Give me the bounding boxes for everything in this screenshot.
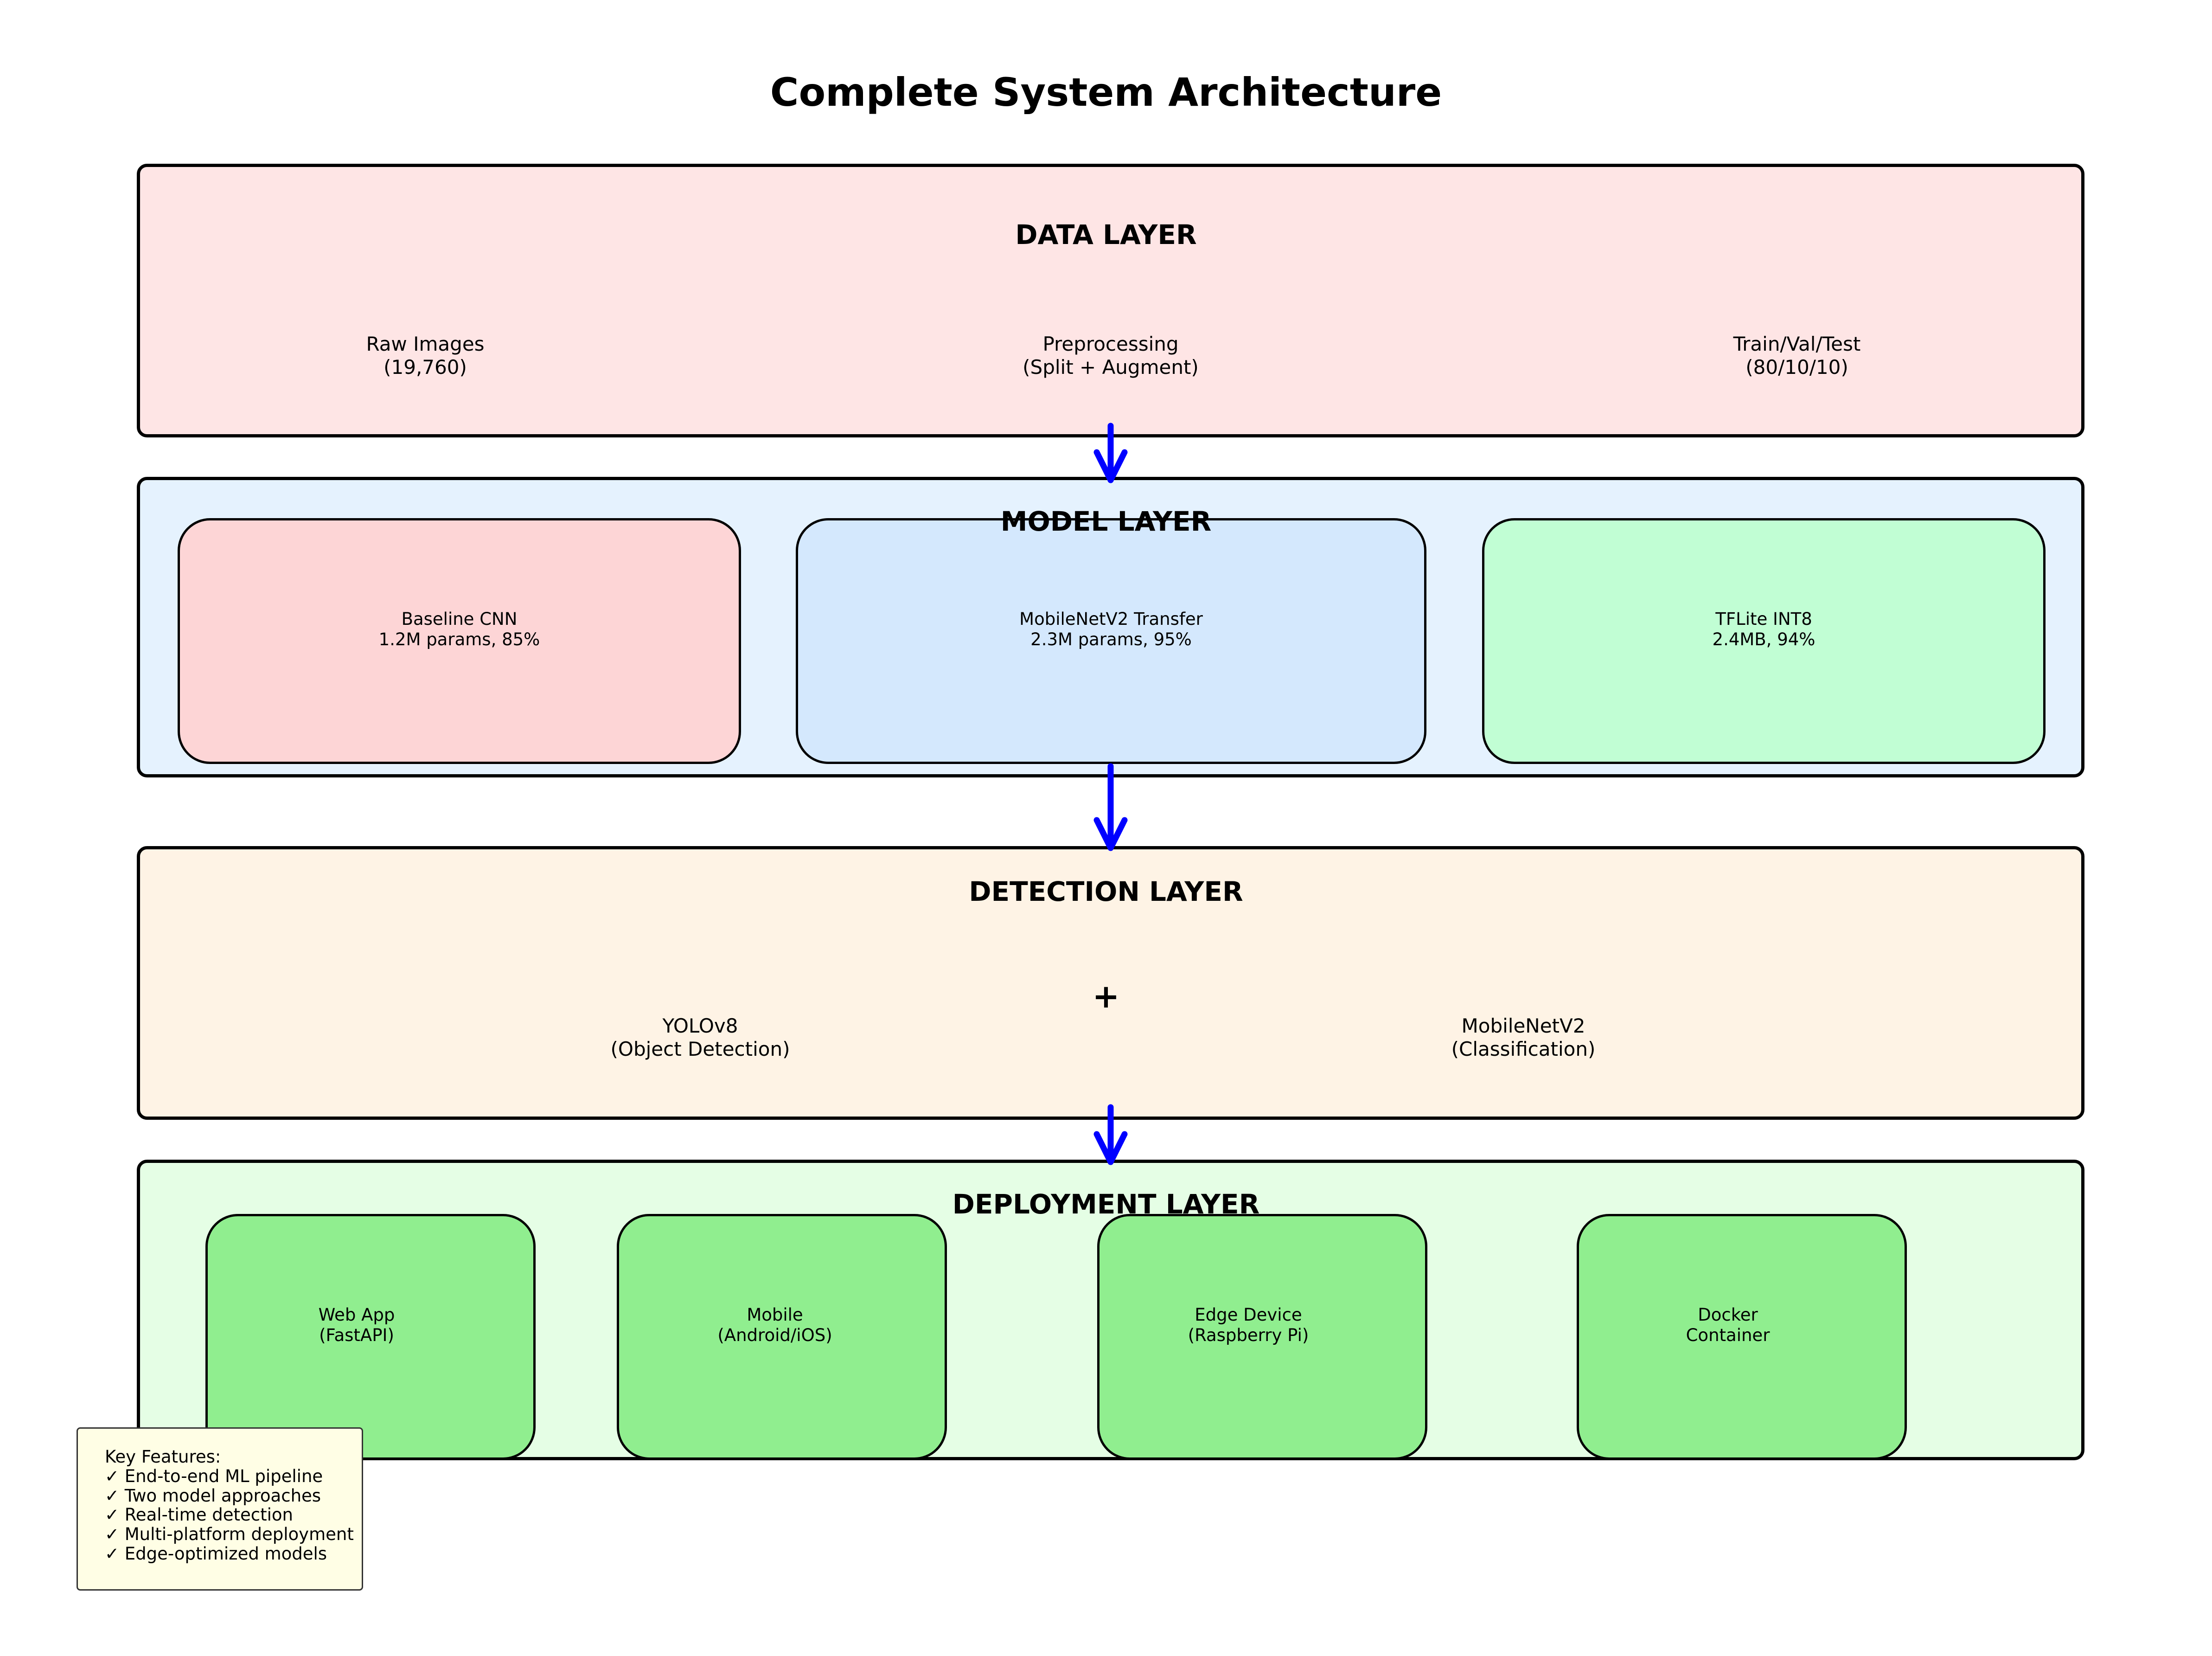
- data-item-preprocessing: Preprocessing(Split + Augment): [1023, 333, 1199, 379]
- detection-item-mobilenetv2: MobileNetV2(Classification): [1451, 1014, 1596, 1060]
- arrow-model-to-detection: [1093, 763, 1128, 851]
- feature-item: ✓ Multi-platform deployment: [105, 1524, 354, 1545]
- feature-item: ✓ Real-time detection: [105, 1505, 293, 1525]
- data-layer: [137, 164, 2084, 437]
- data-item-train-val-test: Train/Val/Test(80/10/10): [1733, 333, 1861, 379]
- deploy-box-edge-device: Edge Device(Raspberry Pi): [1097, 1214, 1427, 1460]
- diagram-title: Complete System Architecture: [770, 70, 1442, 115]
- key-features-heading: Key Features:: [105, 1447, 221, 1467]
- model-layer-title: MODEL LAYER: [1000, 506, 1212, 537]
- data-item-raw-images: Raw Images(19,760): [366, 333, 485, 379]
- feature-item: ✓ End-to-end ML pipeline: [105, 1466, 323, 1486]
- deploy-box-mobile: Mobile(Android/iOS): [617, 1214, 947, 1460]
- feature-item: ✓ Edge-optimized models: [105, 1543, 327, 1564]
- arrow-detection-to-deployment: [1093, 1104, 1128, 1165]
- data-layer-title: DATA LAYER: [1015, 219, 1197, 250]
- arrow-data-to-model: [1093, 423, 1128, 483]
- deploy-box-web-app: Web App(FastAPI): [205, 1214, 536, 1460]
- plus-sign: +: [1092, 977, 1120, 1015]
- deployment-layer-title: DEPLOYMENT LAYER: [952, 1188, 1260, 1220]
- detection-item-yolov8: YOLOv8(Object Detection): [610, 1014, 790, 1060]
- key-features-box: Key Features: ✓ End-to-end ML pipeline ✓…: [77, 1427, 363, 1591]
- detection-layer-title: DETECTION LAYER: [969, 876, 1243, 907]
- feature-item: ✓ Two model approaches: [105, 1485, 321, 1506]
